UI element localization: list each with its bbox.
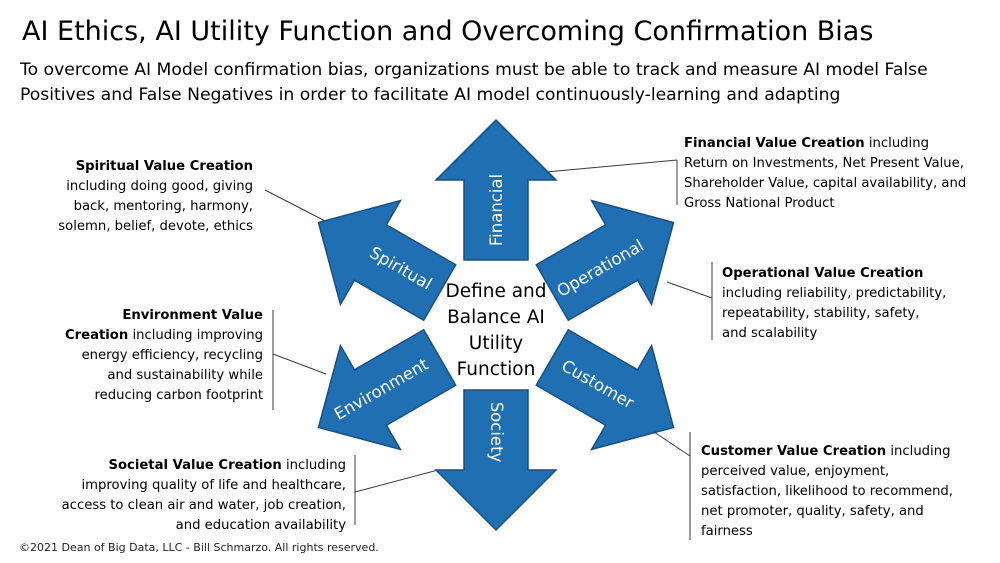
arrow-customer	[535, 328, 675, 451]
arrow-label-society: Society	[487, 402, 506, 463]
note-customer: Customer Value Creation including percei…	[701, 442, 971, 542]
note-environment-body: including improving energy efficiency, r…	[81, 328, 263, 403]
note-financial-head: Financial Value Creation	[684, 136, 865, 151]
note-financial: Financial Value Creation including Retur…	[684, 134, 976, 214]
note-financial-body: including Return on Investments, Net Pre…	[684, 136, 967, 211]
note-operational-body: including reliability, predictability, r…	[722, 286, 947, 341]
note-operational: Operational Value Creation including rel…	[722, 264, 947, 344]
note-customer-head: Customer Value Creation	[701, 444, 887, 459]
connector-societal	[354, 469, 439, 493]
note-spiritual: Spiritual Value Creation including doing…	[50, 157, 253, 237]
note-operational-head: Operational Value Creation	[722, 266, 924, 281]
connector-environment	[272, 353, 327, 375]
note-societal-body: including improving quality of life and …	[61, 458, 346, 533]
center-line-3: Utility	[468, 333, 524, 354]
copyright-footer: ©2021 Dean of Big Data, LLC - Bill Schma…	[19, 541, 379, 554]
connector-operational	[666, 281, 713, 299]
note-spiritual-head: Spiritual Value Creation	[75, 159, 253, 174]
page-title: AI Ethics, AI Utility Function and Overc…	[22, 16, 874, 47]
connector-spiritual	[264, 189, 332, 225]
arrow-label-financial: Financial	[487, 174, 506, 246]
note-spiritual-body: including doing good, giving back, mento…	[58, 179, 253, 234]
page-subtitle: To overcome AI Model confirmation bias, …	[20, 60, 928, 105]
arrow-environment	[317, 328, 457, 451]
center-line-2: Balance AI	[447, 307, 545, 328]
note-societal-head: Societal Value Creation	[108, 458, 282, 473]
center-line-1: Define and	[445, 281, 547, 302]
center-line-4: Function	[456, 359, 536, 380]
arrow-financial	[434, 118, 558, 261]
note-environment-head: Environment Value Creation	[64, 308, 263, 343]
arrow-operational	[535, 199, 675, 322]
arrow-spiritual	[317, 199, 457, 322]
center-label: Define and Balance AI Utility Function	[432, 279, 560, 383]
connector-financial-h	[545, 159, 678, 173]
note-environment: Environment Value Creation including imp…	[60, 306, 263, 406]
note-societal: Societal Value Creation including improv…	[60, 456, 346, 536]
arrow-society	[434, 389, 558, 532]
note-customer-body: including perceived value, enjoyment, sa…	[701, 444, 953, 539]
